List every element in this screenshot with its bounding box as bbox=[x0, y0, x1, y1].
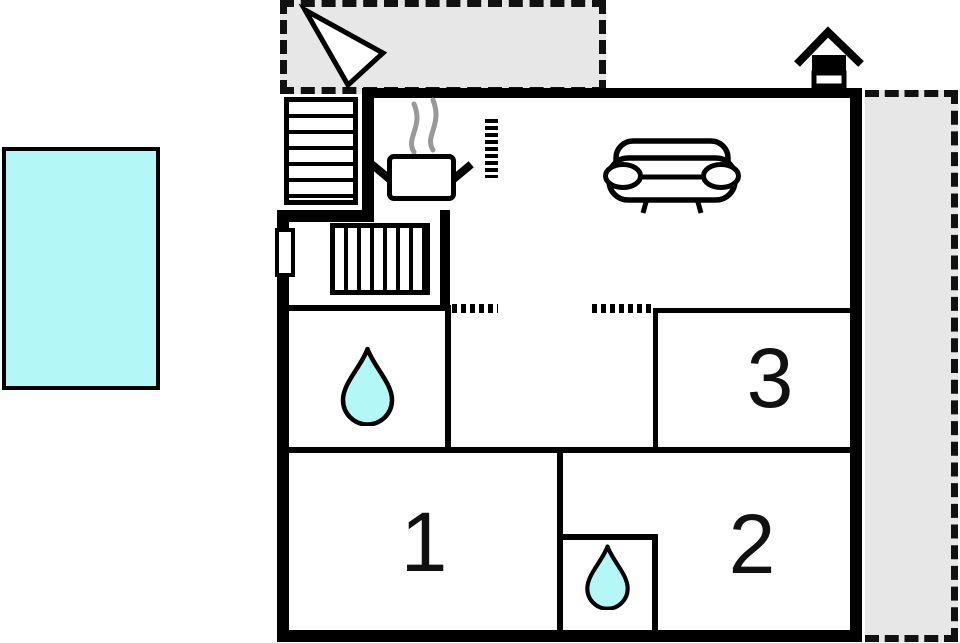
wall-step-horizontal bbox=[277, 210, 374, 222]
stairs-icon bbox=[284, 97, 358, 205]
wall-top bbox=[362, 88, 862, 98]
terrace-right bbox=[865, 90, 958, 642]
wall-room3-left bbox=[653, 308, 658, 447]
wall-bathroom2-top bbox=[563, 534, 658, 540]
radiator-icon bbox=[330, 223, 430, 295]
wall-bottom bbox=[277, 630, 862, 642]
room-3-label: 3 bbox=[746, 331, 794, 425]
wall-middle-horizontal bbox=[289, 447, 850, 453]
window-marker bbox=[275, 228, 295, 277]
wall-step-vertical bbox=[362, 88, 374, 222]
swimming-pool bbox=[2, 147, 160, 390]
opening-dashes-left bbox=[452, 304, 498, 313]
wall-room1-room2-divider bbox=[557, 453, 563, 630]
water-drop-icon bbox=[340, 346, 395, 426]
well-icon bbox=[794, 26, 864, 89]
wall-bathroom2-right bbox=[652, 534, 658, 630]
wall-hall-vertical-thick bbox=[440, 210, 450, 311]
wall-left bbox=[277, 210, 289, 642]
steam-icon bbox=[409, 97, 439, 155]
room-2-label: 2 bbox=[728, 497, 776, 591]
opening-dashes-right bbox=[592, 304, 653, 313]
room-1-label: 1 bbox=[400, 495, 448, 589]
wall-bathroom1-top bbox=[289, 305, 445, 311]
north-arrow-icon bbox=[298, 3, 388, 89]
wall-room3-top bbox=[653, 308, 850, 313]
sofa-icon bbox=[603, 138, 741, 214]
kitchen-door-dashes bbox=[485, 119, 498, 178]
water-drop-icon-small bbox=[585, 544, 630, 610]
wall-hall-vertical-thin bbox=[445, 305, 451, 453]
stove-pot-icon bbox=[387, 154, 456, 201]
wall-right bbox=[850, 88, 862, 642]
